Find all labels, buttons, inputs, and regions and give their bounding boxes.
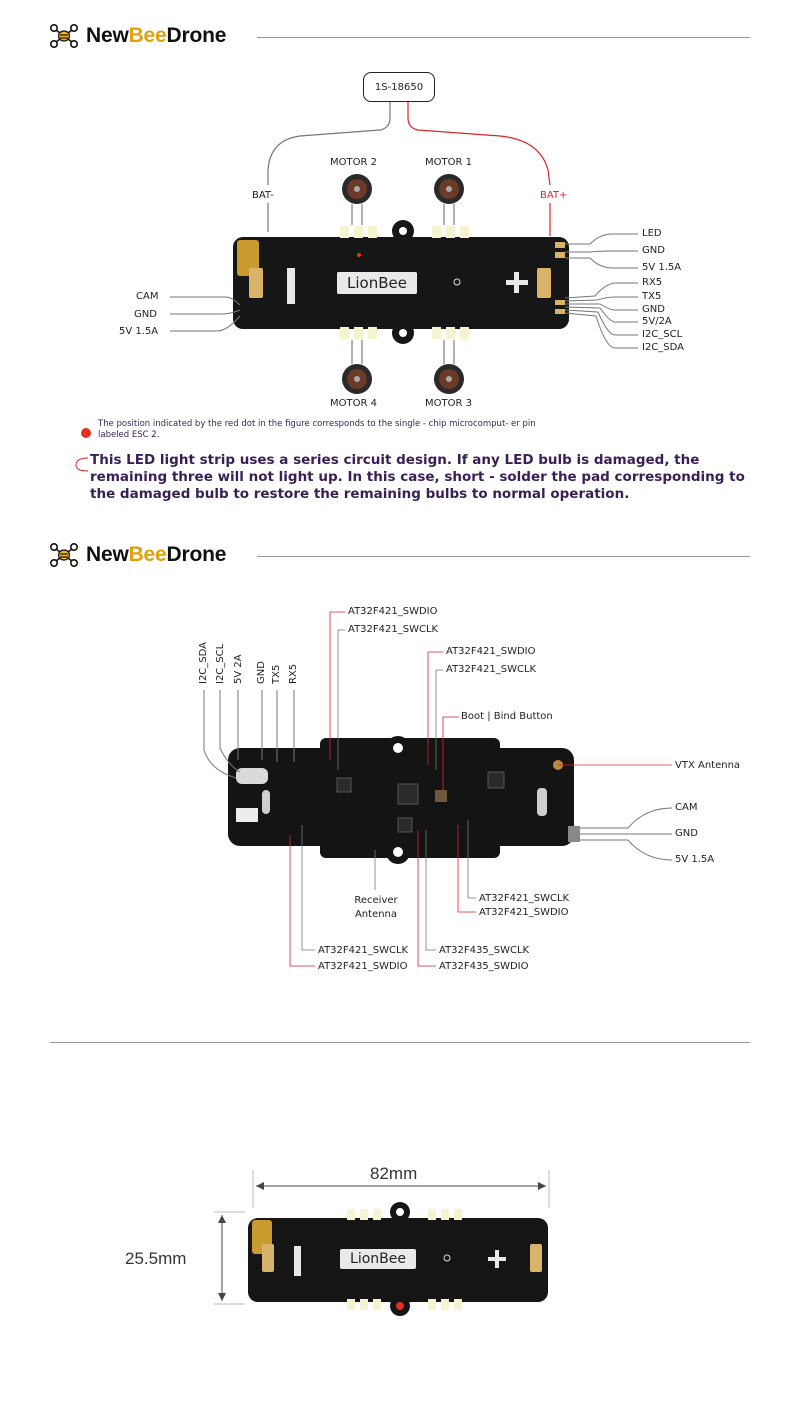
pin-i2c-scl-vert: I2C_SCL — [215, 643, 226, 684]
bee-drone-icon — [50, 24, 78, 48]
battery-box: 1S-18650 — [363, 72, 435, 102]
label-swdio-1: AT32F421_SWDIO — [348, 606, 438, 617]
right-pin-gnd2: GND — [642, 304, 665, 315]
left-pin-gnd: GND — [134, 309, 157, 320]
right-pin-5v2a: 5V/2A — [642, 316, 672, 327]
label-cam: CAM — [675, 802, 698, 813]
label-vtx-antenna: VTX Antenna — [675, 760, 741, 771]
width-dimension: 82mm — [370, 1164, 418, 1183]
brand-name: NewBeeDrone — [86, 543, 227, 566]
motor-3-label: MOTOR 3 — [425, 398, 472, 409]
board-name: LionBee — [337, 272, 417, 294]
right-pin-led: LED — [642, 228, 662, 239]
left-pin-cam: CAM — [136, 291, 159, 302]
brand-logo: NewBeeDrone — [50, 24, 226, 48]
brand-logo-2: NewBeeDrone — [50, 543, 226, 567]
left-pin-5v: 5V 1.5A — [119, 326, 159, 337]
bee-drone-icon — [50, 543, 78, 567]
wiring-diagram-bottom — [203, 611, 673, 967]
motor-3-icon — [434, 340, 464, 394]
label-receiver-antenna: Receiver Antenna — [354, 895, 398, 920]
label-swdio-br: AT32F421_SWDIO — [479, 907, 569, 918]
label-swclk-br: AT32F421_SWCLK — [479, 893, 570, 904]
motor-1-icon — [434, 174, 464, 225]
bracket-icon — [75, 457, 89, 472]
label-f435-swdio: AT32F435_SWDIO — [439, 961, 529, 972]
pin-5v2a-vert: 5V 2A — [233, 654, 244, 684]
label-5v: 5V 1.5A — [675, 854, 715, 865]
label-swclk-2: AT32F421_SWCLK — [446, 664, 537, 675]
right-pin-i2c-sda: I2C_SDA — [642, 342, 685, 353]
label-gnd: GND — [675, 828, 698, 839]
label-swclk-bl: AT32F421_SWCLK — [318, 945, 409, 956]
right-pin-gnd: GND — [642, 245, 665, 256]
section-divider — [50, 1042, 750, 1043]
right-pin-5v: 5V 1.5A — [642, 262, 682, 273]
label-swclk-1: AT32F421_SWCLK — [348, 624, 439, 635]
red-dot-marker — [81, 428, 91, 438]
brand-name: NewBeeDrone — [86, 24, 227, 47]
motor-2-label: MOTOR 2 — [330, 157, 377, 168]
pin-tx5-vert: TX5 — [271, 664, 282, 684]
height-dimension: 25.5mm — [125, 1249, 187, 1268]
right-pin-tx5: TX5 — [642, 291, 662, 302]
pin-rx5-vert: RX5 — [288, 663, 299, 684]
led-strip-note: This LED light strip uses a series circu… — [90, 452, 745, 502]
right-pin-i2c-scl: I2C_SCL — [642, 329, 683, 340]
header-divider — [257, 37, 750, 38]
label-swdio-2: AT32F421_SWDIO — [446, 646, 536, 657]
motor-2-icon — [342, 174, 372, 225]
bat-plus-label: BAT+ — [540, 190, 568, 201]
board-name-dim: LionBee — [340, 1249, 416, 1269]
right-pin-rx5: RX5 — [642, 277, 663, 288]
label-boot-bind-button: Boot | Bind Button — [461, 711, 553, 722]
pin-i2c-sda-vert: I2C_SDA — [198, 641, 209, 684]
motor-4-icon — [342, 340, 372, 394]
pin-gnd-vert: GND — [256, 661, 267, 684]
flight-controller-board-bottom — [228, 736, 580, 864]
bat-minus-label: BAT- — [252, 190, 274, 201]
wiring-diagram-top — [170, 100, 638, 394]
motor-1-label: MOTOR 1 — [425, 157, 472, 168]
motor-4-label: MOTOR 4 — [330, 398, 377, 409]
header-divider-2 — [257, 556, 750, 557]
esc-note: The position indicated by the red dot in… — [98, 419, 536, 440]
label-swdio-bl: AT32F421_SWDIO — [318, 961, 408, 972]
label-f435-swclk: AT32F435_SWCLK — [439, 945, 530, 956]
